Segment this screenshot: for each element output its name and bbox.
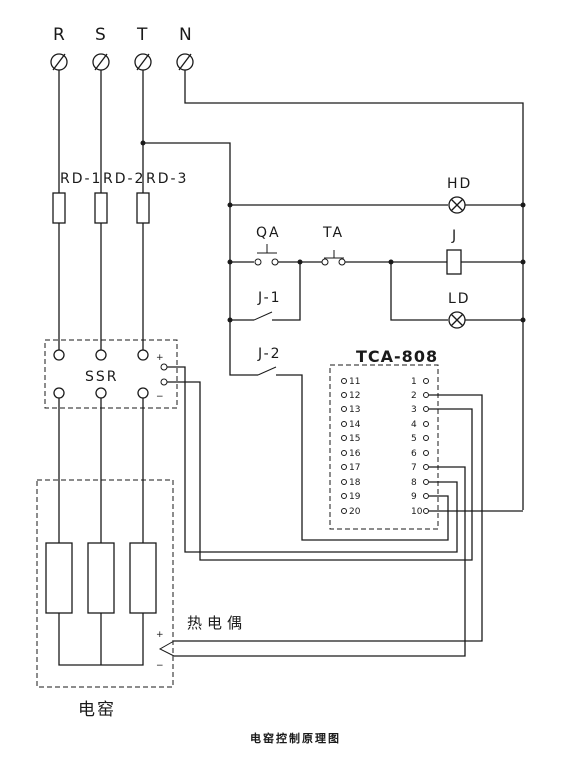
controller-model: TCA-808 xyxy=(356,347,438,366)
furnace-label: 电窑 xyxy=(78,700,116,720)
controller-right-pins: 1 2 3 4 5 6 7 8 9 10 xyxy=(411,377,429,517)
heater-1 xyxy=(45,542,73,614)
ssr-label: SSR xyxy=(85,369,119,385)
diagram-caption: 电窑控制原理图 xyxy=(250,731,341,745)
fuse-label-rd3: RD-3 xyxy=(146,171,188,187)
thermocouple-label: 热电偶 xyxy=(187,614,247,632)
pin-3: 3 xyxy=(411,405,417,415)
fuse-rd1 xyxy=(52,192,66,224)
relay-coil-j xyxy=(446,249,462,275)
lamp-ld xyxy=(448,311,466,329)
ssr-minus-label: − xyxy=(156,392,164,402)
fuse-rd2 xyxy=(94,192,108,224)
controller-box xyxy=(329,364,439,530)
pin-19: 19 xyxy=(349,492,361,502)
controller-left-pins: 11 12 13 14 15 16 17 18 19 20 xyxy=(341,377,361,517)
furnace-box xyxy=(36,479,174,688)
button-label-qa: QA xyxy=(256,225,281,241)
relay-contact-label-j2: J-2 xyxy=(257,346,282,362)
relay-label-j: J xyxy=(451,228,458,244)
pin-18: 18 xyxy=(349,478,361,488)
terminal-r xyxy=(50,53,68,71)
pin-4: 4 xyxy=(411,420,417,430)
fuse-rd3 xyxy=(136,192,150,224)
terminal-s xyxy=(92,53,110,71)
button-label-ta: TA xyxy=(322,225,344,241)
pin-11: 11 xyxy=(349,377,360,387)
ssr-box xyxy=(44,339,178,409)
fuse-label-rd2: RD-2 xyxy=(103,171,145,187)
pin-6: 6 xyxy=(411,449,417,459)
pin-14: 14 xyxy=(349,420,361,430)
pin-8: 8 xyxy=(411,478,417,488)
relay-contact-label-j1: J-1 xyxy=(257,290,282,306)
pin-5: 5 xyxy=(411,434,417,444)
terminal-label-r: R xyxy=(53,25,65,45)
lamp-hd xyxy=(448,196,466,214)
pin-2: 2 xyxy=(411,391,417,401)
thermocouple-plus: + xyxy=(156,630,164,640)
thermocouple-minus: − xyxy=(156,661,164,671)
fuse-label-rd1: RD-1 xyxy=(60,171,102,187)
pin-12: 12 xyxy=(349,391,360,401)
terminal-n xyxy=(176,53,194,71)
pin-20: 20 xyxy=(349,507,361,517)
pin-7: 7 xyxy=(411,463,417,473)
terminal-label-t: T xyxy=(136,25,148,45)
pin-15: 15 xyxy=(349,434,360,444)
pin-16: 16 xyxy=(349,449,361,459)
lamp-label-ld: LD xyxy=(448,291,471,307)
pin-17: 17 xyxy=(349,463,360,473)
lamp-label-hd: HD xyxy=(447,176,472,192)
terminal-label-s: S xyxy=(95,25,106,45)
pin-1: 1 xyxy=(411,377,417,387)
ssr-plus-label: + xyxy=(156,353,164,363)
pin-10: 10 xyxy=(411,507,423,517)
heater-3 xyxy=(129,542,157,614)
pin-9: 9 xyxy=(411,492,417,502)
heater-2 xyxy=(87,542,115,614)
terminal-t xyxy=(134,53,152,71)
terminal-label-n: N xyxy=(179,25,192,45)
pin-13: 13 xyxy=(349,405,360,415)
